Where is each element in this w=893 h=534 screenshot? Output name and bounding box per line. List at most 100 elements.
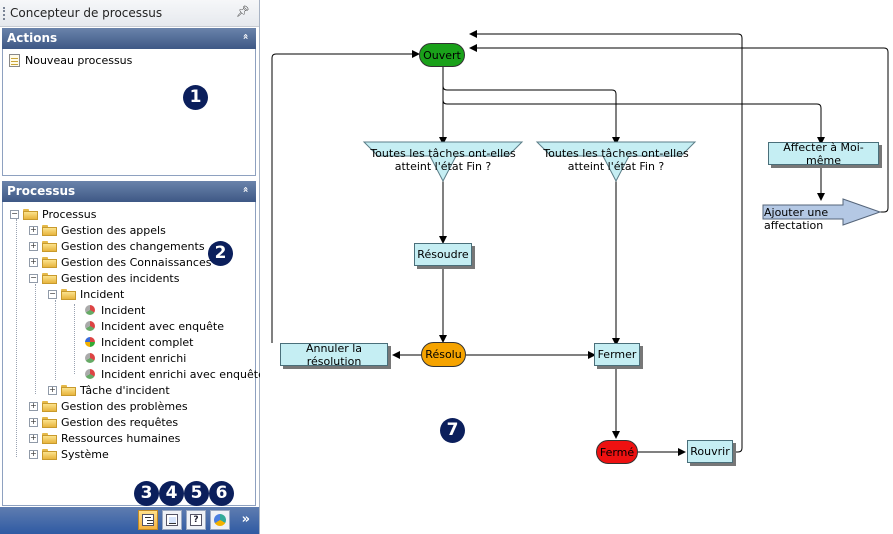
process-icon [84,304,97,317]
folder-icon [42,417,57,428]
process-canvas[interactable]: Ouvert Toutes les tâches ont-elles attei… [260,0,893,534]
tree-node-ressources-humaines[interactable]: + Ressources humaines [29,431,180,446]
callout-badge-1: 1 [183,85,208,110]
tree-line [35,284,36,394]
decision-shape-2[interactable] [535,141,697,183]
tree-node-label: Incident avec enquête [101,320,224,333]
folder-icon [42,225,57,236]
add-assignment-label: Ajouter une affectation [764,206,829,232]
new-process-action[interactable]: Nouveau processus [9,54,132,67]
state-resolu[interactable]: Résolu [421,342,466,367]
tree-node-gestion-problemes[interactable]: + Gestion des problèmes [29,399,188,414]
connector [442,66,825,145]
state-ferme[interactable]: Fermé [596,440,638,464]
callout-badge-7: 7 [440,418,465,443]
pin-icon[interactable]: 📌︎ [236,5,250,18]
collapse-toggle-icon[interactable]: − [10,209,19,219]
flow-connectors [271,30,889,456]
expand-toggle-icon[interactable]: + [29,417,38,427]
add-assignment-shape[interactable] [762,198,882,226]
tree-node-processus[interactable]: − Processus [10,207,96,222]
state-ouvert[interactable]: Ouvert [419,43,465,67]
decision-label-2: Toutes les tâches ont-elles atteint l'ét… [543,147,689,173]
activity-fermer[interactable]: Fermer [594,343,640,366]
tree-node-gestion-incidents[interactable]: − Gestion des incidents [29,271,179,286]
tree-node-gestion-requetes[interactable]: + Gestion des requêtes [29,415,178,430]
grip-icon[interactable] [3,7,7,20]
more-buttons-icon[interactable]: » [241,512,250,527]
process-designer-panel: Concepteur de processus 📌︎ Actions » Nou… [0,0,265,534]
folder-icon [42,401,57,412]
open-folder-icon [61,289,76,300]
components-icon [214,514,226,526]
expand-toggle-icon[interactable]: + [29,241,38,251]
components-button[interactable] [210,510,230,530]
collapse-actions-icon[interactable]: » [240,33,252,40]
tree-node-gestion-changements[interactable]: + Gestion des changements [29,239,205,254]
tree-node-gestion-appels[interactable]: + Gestion des appels [29,223,166,238]
collapse-processus-icon[interactable]: » [240,186,252,193]
tree-node-incident-enrichi-avec-enquete[interactable]: Incident enrichi avec enquête [84,367,265,382]
expand-toggle-icon[interactable]: + [29,225,38,235]
decision-label-1: Toutes les tâches ont-elles atteint l'ét… [370,147,516,173]
tree-node-label: Incident enrichi [101,352,187,365]
panel-title: Concepteur de processus [10,6,163,20]
expand-toggle-icon[interactable]: + [29,449,38,459]
tree-node-gestion-connaissances[interactable]: + Gestion des Connaissances [29,255,211,270]
tree-node-incident-folder[interactable]: − Incident [48,287,124,302]
properties-icon [166,514,178,526]
connector [469,44,889,213]
tree-line [55,300,56,380]
process-icon [84,320,97,333]
tree-view-icon [142,514,154,526]
activity-resoudre[interactable]: Résoudre [414,243,472,266]
new-document-icon [9,54,20,67]
tree-node-systeme[interactable]: + Système [29,447,109,462]
tree-node-tache-incident[interactable]: + Tâche d'incident [48,383,170,398]
tree-node-label: Incident complet [101,336,194,349]
tree-node-label: Système [61,448,109,461]
folder-icon [61,385,76,396]
tree-node-label: Gestion des problèmes [61,400,188,413]
tree-node-incident-avec-enquete[interactable]: Incident avec enquête [84,319,224,334]
expand-toggle-icon[interactable]: + [29,401,38,411]
decision-shape-1[interactable] [362,141,524,183]
tree-node-label: Processus [42,208,97,221]
expand-toggle-icon[interactable]: + [29,257,38,267]
tree-node-label: Gestion des incidents [61,272,180,285]
tree-node-incident-enrichi[interactable]: Incident enrichi [84,351,186,366]
folder-icon [42,449,57,460]
expand-toggle-icon[interactable]: + [48,385,57,395]
tree-node-label: Incident enrichi avec enquête [101,368,265,381]
tree-node-incident-complet[interactable]: Incident complet [84,335,193,350]
activity-rouvrir[interactable]: Rouvrir [687,440,733,463]
connector [442,66,620,145]
tree-node-label: Tâche d'incident [80,384,170,397]
tree-node-label: Ressources humaines [61,432,181,445]
process-icon [84,368,97,381]
actions-header[interactable]: Actions » [2,28,256,49]
open-folder-icon [42,273,57,284]
tree-line [74,304,75,374]
collapse-toggle-icon[interactable]: − [29,273,38,283]
help-button[interactable]: ? [186,510,206,530]
properties-button[interactable] [162,510,182,530]
process-icon [84,336,97,349]
tree-node-label: Incident [80,288,125,301]
process-icon [84,352,97,365]
tree-node-incident[interactable]: Incident [84,303,145,318]
connector [271,50,420,343]
activity-affecter-moi-meme[interactable]: Affecter à Moi-même [768,141,879,167]
processus-header-label: Processus [7,184,76,198]
open-folder-icon [23,209,38,220]
expand-toggle-icon[interactable]: + [29,433,38,443]
processus-body: − Processus + Gestion des appels + Gesti… [2,202,265,506]
activity-annuler-resolution[interactable]: Annuler la résolution [280,342,388,368]
tree-view-button[interactable] [138,510,158,530]
new-process-label: Nouveau processus [25,54,133,67]
tree-node-label: Gestion des changements [61,240,205,253]
collapse-toggle-icon[interactable]: − [48,289,57,299]
processus-header[interactable]: Processus » [2,181,256,202]
tree-line [16,219,17,457]
help-icon: ? [190,514,202,526]
